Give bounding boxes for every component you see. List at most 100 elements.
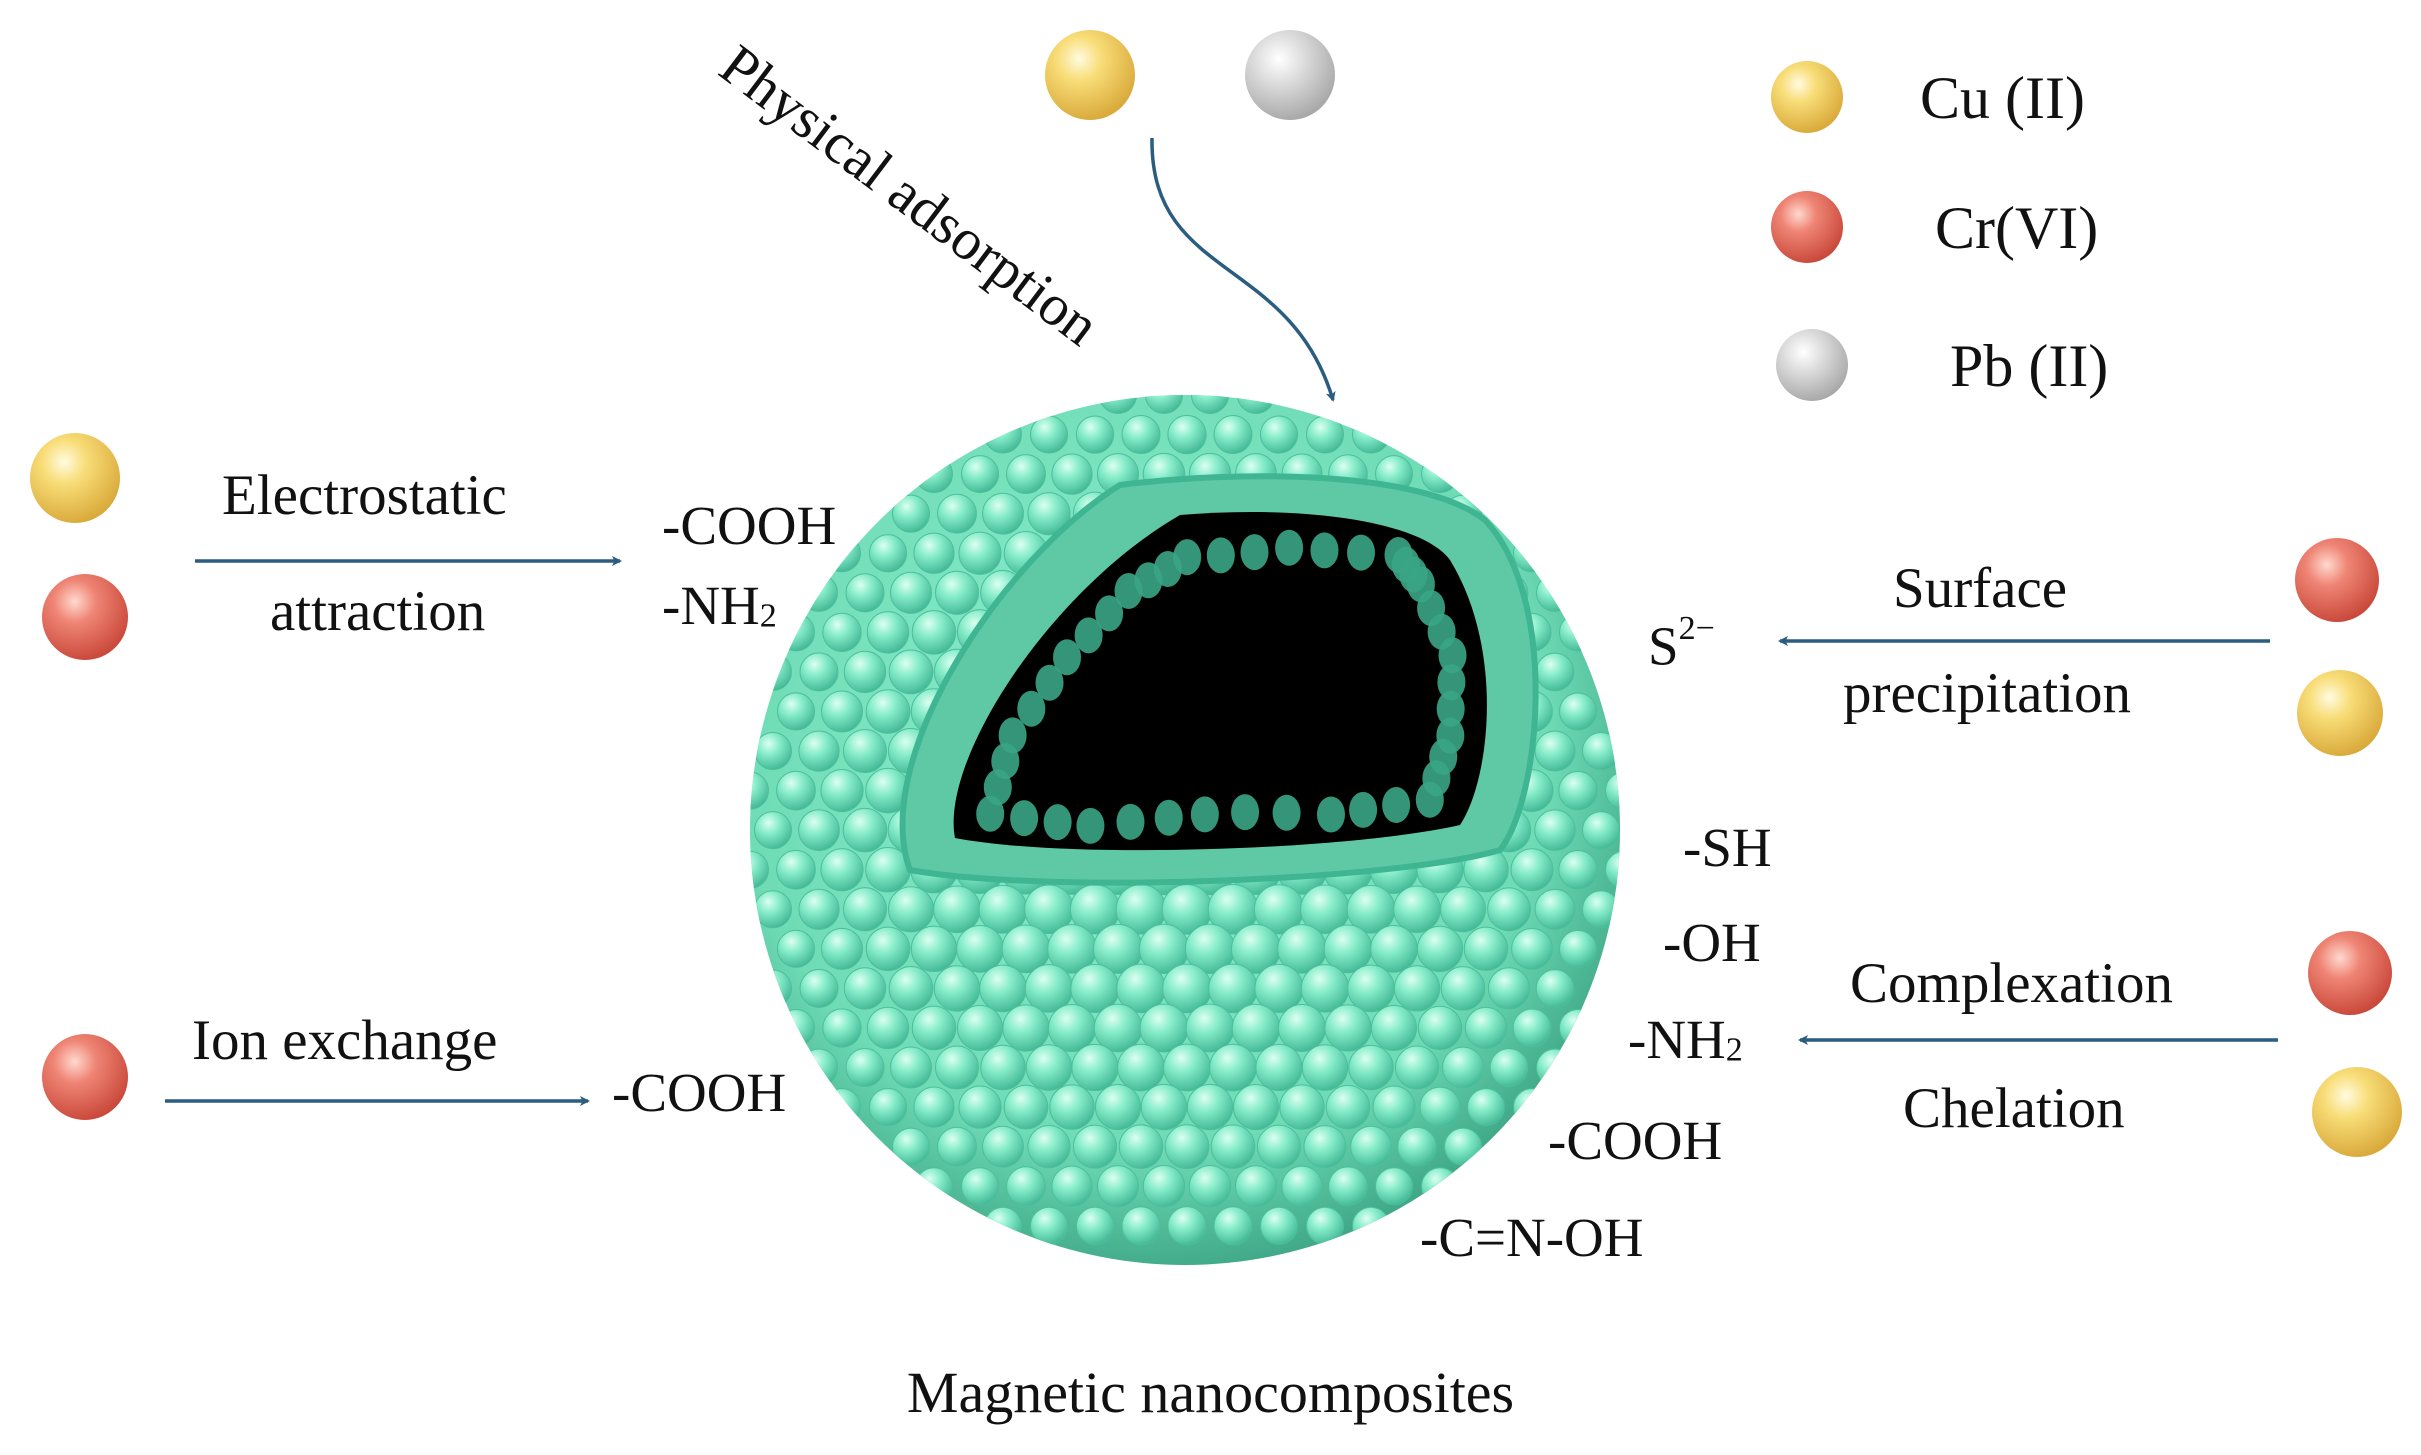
sphere-bead — [842, 729, 888, 774]
group-oh: -OH — [1663, 912, 1761, 973]
sphere-bead — [1582, 890, 1620, 929]
sphere-bead — [1306, 1206, 1344, 1245]
sphere-bead — [1075, 1206, 1115, 1245]
sphere-bead — [1121, 415, 1161, 455]
group-cooh: -COOH — [1548, 1110, 1723, 1171]
sphere-bead — [845, 573, 885, 613]
sphere-bead — [800, 1048, 838, 1087]
sphere-bead — [1145, 395, 1183, 414]
sphere-bead — [984, 415, 1022, 454]
sphere-bead — [1487, 887, 1531, 932]
sphere-bead — [1347, 964, 1395, 1013]
sphere-bead — [958, 1085, 1002, 1129]
sphere-bead — [1559, 613, 1597, 652]
group-nh2: -NH2 — [1628, 1009, 1743, 1070]
sphere-bead — [776, 770, 816, 811]
sphere-bead — [1510, 848, 1554, 892]
sphere-bead — [961, 455, 999, 494]
group-cnoh: -C=N-OH — [1420, 1207, 1644, 1268]
legend-swatches — [1771, 61, 1848, 401]
sphere-bead — [911, 1005, 957, 1051]
sphere-bead — [842, 887, 888, 932]
caption: Magnetic nanocomposites — [906, 1360, 1515, 1425]
sphere-bead — [1489, 1048, 1529, 1087]
electrostatic-label-line1: Electrostatic — [222, 464, 507, 527]
complexation-label: Complexation — [1850, 952, 2173, 1015]
sphere-bead — [1163, 1043, 1211, 1092]
legend-cu-swatch — [1771, 61, 1843, 133]
magnetic-nanocomposite-sphere — [750, 395, 1620, 1265]
sphere-bead — [1027, 492, 1071, 536]
cavity-bead — [1349, 791, 1378, 828]
sphere-bead — [798, 809, 840, 852]
sphere-bead — [888, 649, 934, 695]
cavity-bead — [1076, 807, 1105, 844]
sphere-bead — [820, 690, 864, 733]
sphere-bead — [1278, 1003, 1326, 1052]
sphere-bead — [1464, 1006, 1508, 1050]
sphere-bead — [1049, 1084, 1095, 1130]
group-electrostatic-cooh: -COOH — [662, 495, 837, 556]
sphere-bead — [1534, 730, 1576, 772]
sphere-bead — [1003, 1084, 1049, 1130]
sphere-cavity — [899, 473, 1539, 886]
sphere-bead — [754, 811, 792, 850]
sphere-bead — [1536, 573, 1574, 612]
sphere-bead — [913, 1086, 955, 1128]
sphere-bead — [915, 455, 953, 494]
sphere-bead — [1535, 652, 1575, 692]
sphere-bead — [1605, 850, 1620, 889]
sphere-bead — [892, 494, 930, 533]
cr-ion-complexation — [2308, 931, 2392, 1015]
sphere-bead — [823, 1088, 861, 1127]
sphere-bead — [750, 850, 769, 889]
sphere-bead — [913, 532, 955, 574]
sphere-bead — [982, 1125, 1024, 1168]
sphere-bead — [1096, 1165, 1140, 1208]
sphere-bead — [1372, 1085, 1416, 1129]
cavity-bead — [1053, 639, 1082, 676]
sphere-bead — [1375, 1167, 1413, 1206]
sphere-bead — [934, 1045, 980, 1090]
sphere-bead — [979, 964, 1027, 1013]
sphere-bead — [1051, 453, 1093, 495]
chelation-label: Chelation — [1903, 1077, 2125, 1140]
sphere-bead — [911, 610, 957, 655]
sphere-bead — [1006, 454, 1046, 495]
sphere-bead — [1328, 1166, 1368, 1207]
sphere-bead — [1191, 395, 1229, 414]
electrostatic-label-line2: attraction — [270, 580, 486, 643]
legend-cu-label: Cu (II) — [1920, 65, 2085, 131]
cavity-bead — [1190, 796, 1219, 833]
cu-ion-physical — [1045, 30, 1135, 120]
pb-ion-physical — [1245, 30, 1335, 120]
sphere-bead — [1121, 1206, 1161, 1246]
sphere-bead — [1030, 1206, 1068, 1245]
sphere-bead — [961, 1167, 999, 1206]
group-sulfide: S2− — [1648, 610, 1715, 677]
cavity-bead — [1240, 534, 1269, 571]
sphere-bead — [799, 968, 839, 1008]
sphere-bead — [1440, 966, 1486, 1011]
arrows — [165, 137, 2278, 1106]
sphere-bead — [1558, 850, 1598, 890]
cavity-bead — [1043, 804, 1072, 841]
sphere-bead — [1256, 1124, 1302, 1169]
sphere-bead — [1582, 732, 1620, 771]
cr-ion-electrostatic — [42, 574, 128, 660]
sphere-bead — [777, 613, 815, 652]
sphere-bead — [868, 534, 908, 573]
sphere-bead — [982, 492, 1024, 535]
sphere-bead — [1071, 1043, 1119, 1092]
sphere-bead — [937, 1126, 977, 1167]
cavity-bead — [1415, 781, 1444, 818]
cavity-bead — [1095, 595, 1124, 632]
sphere-bead — [842, 807, 888, 853]
sphere-bead — [1352, 415, 1390, 454]
surface-label-line2: precipitation — [1843, 662, 2132, 725]
sphere-bead — [1350, 1125, 1392, 1168]
sphere-bead — [1237, 395, 1275, 414]
cu-ion-surface — [2297, 670, 2383, 756]
sphere-bead — [1030, 415, 1068, 454]
sphere-bead — [798, 888, 840, 930]
